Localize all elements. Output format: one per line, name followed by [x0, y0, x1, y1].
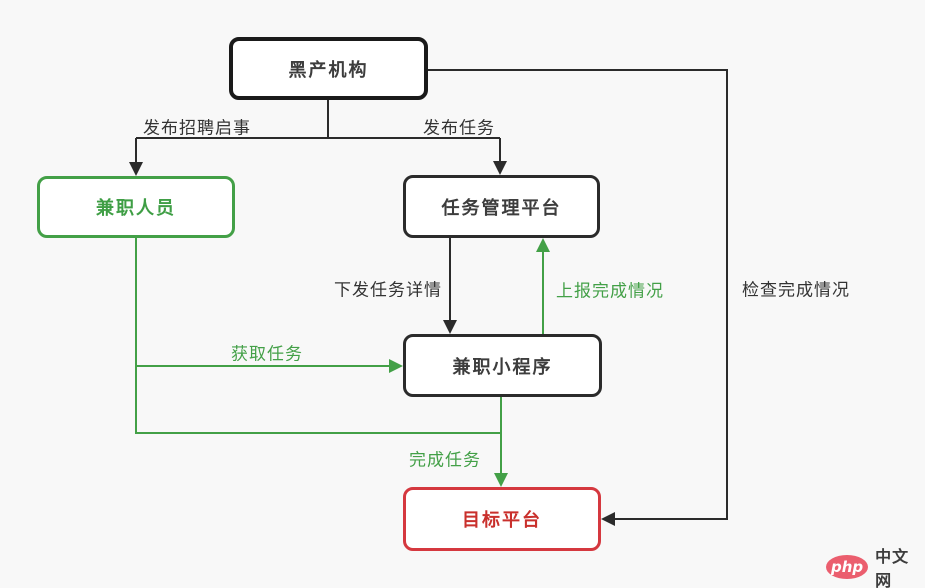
arrowhead-check-status: [601, 512, 615, 526]
edge-label-complete-task: 完成任务: [409, 450, 481, 471]
watermark: php 中文网: [826, 543, 925, 588]
green-arrowheads: [389, 238, 550, 487]
arrowhead-complete-task: [494, 473, 508, 487]
node-miniapp-label: 兼职小程序: [452, 356, 553, 378]
edge-label-get-task: 获取任务: [231, 344, 303, 365]
watermark-site-name: 中文网: [875, 547, 910, 588]
php-logo-text: php: [830, 558, 864, 576]
edge-parttime-complete-line: [135, 238, 501, 434]
black-edge-lines: [135, 69, 728, 520]
node-parttime-workers: 兼职人员: [37, 176, 235, 238]
edge-label-publish-task: 发布任务: [423, 118, 495, 139]
node-target-platform: 目标平台: [403, 487, 601, 551]
arrowhead-publish-recruit: [129, 162, 143, 176]
edge-check-status-line: [428, 69, 728, 520]
edge-label-check-status: 检查完成情况: [742, 280, 850, 301]
edge-label-report-status: 上报完成情况: [556, 281, 664, 302]
green-edge-lines: [135, 238, 544, 474]
edge-label-publish-recruit: 发布招聘启事: [143, 118, 251, 139]
node-task-platform: 任务管理平台: [403, 175, 600, 238]
node-org: 黑产机构: [229, 37, 428, 100]
black-arrowheads: [129, 161, 615, 526]
arrowhead-dispatch-detail: [443, 320, 457, 334]
node-org-label: 黑产机构: [288, 59, 369, 81]
node-task-platform-label: 任务管理平台: [441, 197, 562, 219]
arrowhead-publish-task: [493, 161, 507, 175]
node-miniapp: 兼职小程序: [403, 334, 602, 397]
edge-label-dispatch-detail: 下发任务详情: [334, 280, 442, 301]
node-target-platform-label: 目标平台: [462, 510, 542, 531]
arrowhead-report-status: [536, 238, 550, 252]
node-parttime-label: 兼职人员: [96, 198, 176, 219]
php-logo-icon: php: [826, 555, 869, 579]
arrowhead-get-task: [389, 359, 403, 373]
